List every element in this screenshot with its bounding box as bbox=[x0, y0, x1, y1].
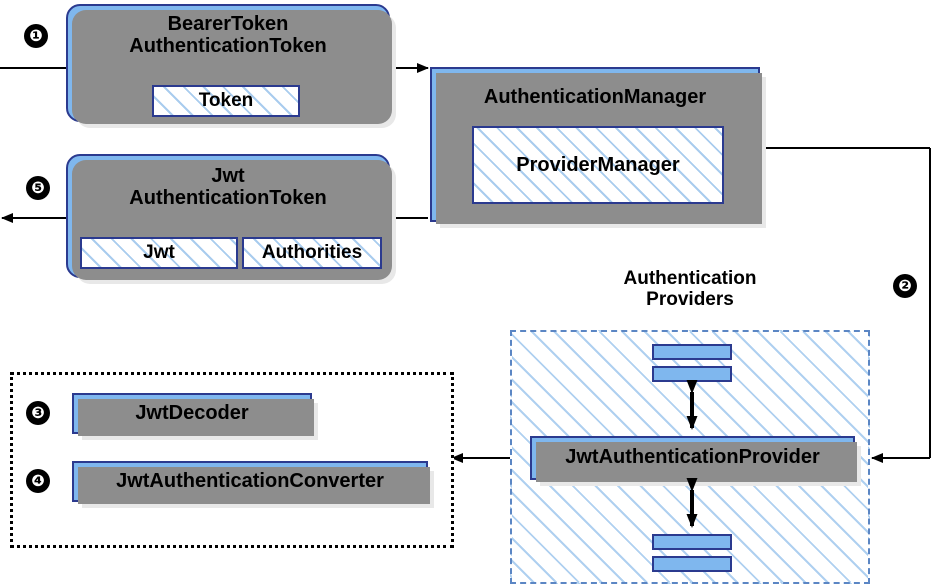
bearer-token-title: BearerToken AuthenticationToken bbox=[129, 13, 327, 57]
jwt-token-title: Jwt AuthenticationToken bbox=[129, 165, 327, 209]
jwt-authentication-provider-title: JwtAuthenticationProvider bbox=[565, 446, 820, 469]
step-marker-2: ❷ bbox=[893, 274, 917, 298]
bearer-token-field-token: Token bbox=[152, 85, 300, 117]
node-authentication-manager[interactable]: AuthenticationManager ProviderManager bbox=[430, 67, 766, 228]
node-bearer-token-authentication-token[interactable]: BearerToken AuthenticationToken Token bbox=[66, 4, 396, 128]
provider-slot-bar-top-1 bbox=[652, 344, 732, 360]
node-jwt-authentication-converter[interactable]: JwtAuthenticationConverter bbox=[72, 461, 434, 508]
node-jwt-decoder[interactable]: JwtDecoder bbox=[72, 393, 318, 440]
jwt-decoder-title: JwtDecoder bbox=[135, 401, 249, 424]
authentication-manager-title: AuthenticationManager bbox=[483, 86, 707, 108]
jwt-token-field-jwt: Jwt bbox=[80, 237, 238, 269]
jwt-token-field-authorities: Authorities bbox=[242, 237, 382, 269]
provider-slot-bar-bottom-2 bbox=[652, 556, 732, 572]
authentication-manager-field-provider-manager: ProviderManager bbox=[472, 126, 724, 204]
provider-slot-bar-bottom-1 bbox=[652, 534, 732, 550]
step-marker-3: ❸ bbox=[26, 401, 50, 425]
jwt-authentication-converter-title: JwtAuthenticationConverter bbox=[116, 469, 384, 492]
node-jwt-authentication-token[interactable]: Jwt AuthenticationToken Jwt Authorities bbox=[66, 154, 396, 284]
authentication-providers-label: Authentication Providers bbox=[623, 268, 757, 311]
node-jwt-authentication-provider[interactable]: JwtAuthenticationProvider bbox=[530, 436, 861, 486]
step-marker-1: ❶ bbox=[24, 24, 48, 48]
step-marker-4: ❹ bbox=[26, 469, 50, 493]
provider-slot-bar-top-2 bbox=[652, 366, 732, 382]
step-marker-5: ❺ bbox=[26, 176, 50, 200]
